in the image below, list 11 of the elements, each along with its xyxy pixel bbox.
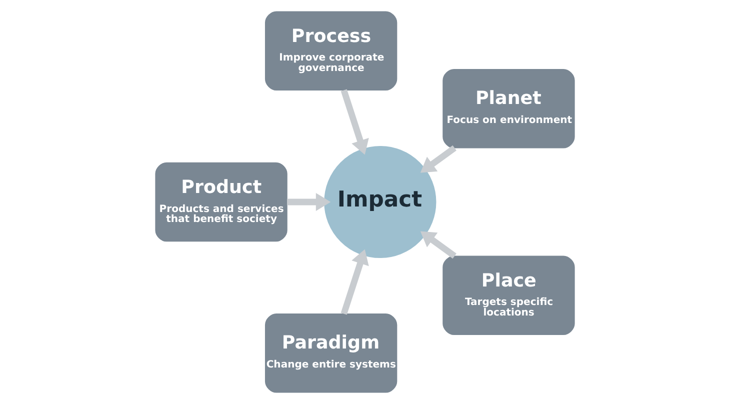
node-box: Place Targets specific locations (442, 256, 575, 336)
arrow (420, 231, 456, 259)
arrow (287, 192, 331, 212)
node-box: Planet Focus on environment (442, 68, 575, 148)
node-box: Process Improve corporate governance (264, 11, 398, 91)
arrow (420, 145, 456, 173)
node-box: Product Products and services that benefit society (155, 162, 288, 242)
arrow (340, 89, 369, 155)
node-circle: Impact (324, 146, 436, 258)
arrow (340, 249, 369, 315)
node-box: Paradigm Change entire systems (264, 313, 398, 393)
